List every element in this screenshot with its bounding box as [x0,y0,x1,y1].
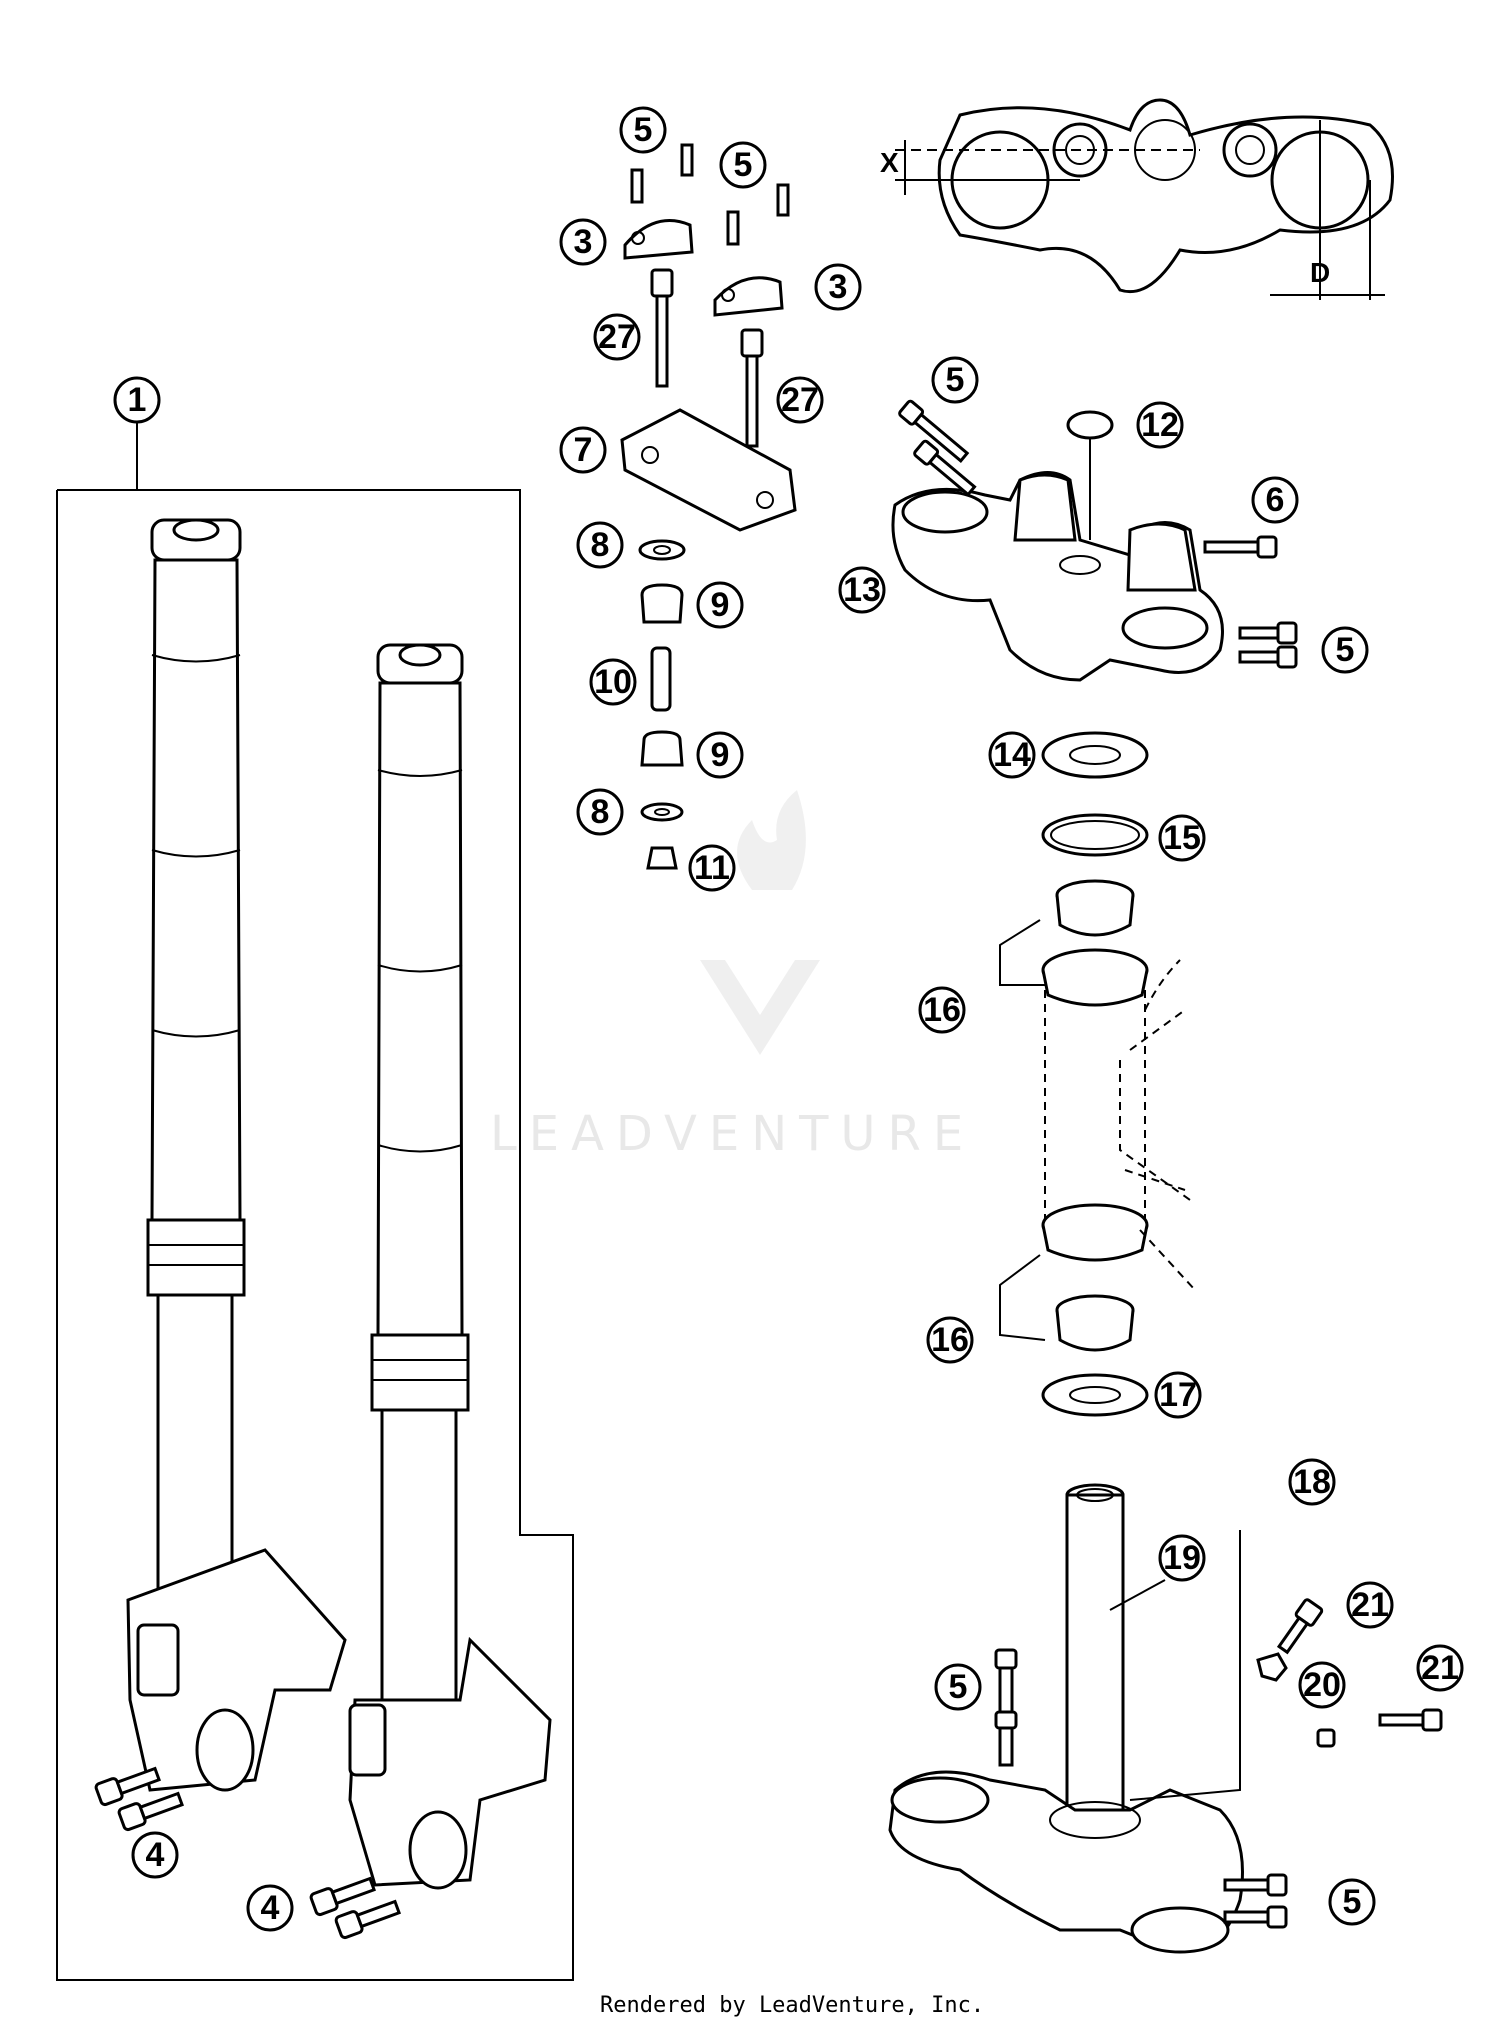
svg-text:5: 5 [946,361,965,399]
right-fork-leg [348,643,552,1890]
callout-5d: 5 [1321,626,1369,674]
svg-text:4: 4 [146,1836,165,1874]
svg-text:20: 20 [1303,1666,1341,1704]
left-fork-leg [126,518,347,1792]
svg-text:1: 1 [128,381,147,419]
footer-credit: Rendered by LeadVenture, Inc. [600,1993,984,2018]
svg-text:17: 17 [1159,1376,1197,1414]
callout-15: 15 [1158,814,1206,862]
svg-text:21: 21 [1351,1586,1389,1624]
callout-4b: 4 [246,1884,294,1932]
watermark-text: LEADVENTURE [490,1106,975,1162]
callout-5a: 5 [619,106,667,154]
svg-text:16: 16 [931,1321,969,1359]
lower-triple-clamp [888,1483,1288,1954]
stop-screws [1256,1598,1443,1748]
svg-text:5: 5 [634,111,653,149]
callout-7: 7 [559,426,607,474]
callout-27b: 27 [776,376,824,424]
callout-5b: 5 [719,141,767,189]
svg-text:16: 16 [923,991,961,1029]
svg-text:18: 18 [1293,1463,1331,1501]
upper-triple-clamp [891,399,1298,682]
callout-4a: 4 [131,1831,179,1879]
axle-clamp-bolts-left [94,1766,184,1832]
svg-text:14: 14 [993,736,1031,774]
callout-5f: 5 [1328,1878,1376,1926]
callout-8a: 8 [576,521,624,569]
steering-bearing-stack [999,731,1149,1417]
svg-text:8: 8 [591,526,610,564]
svg-text:5: 5 [734,146,753,184]
callout-27a: 27 [593,313,641,361]
rubber-mount-stack [638,539,686,870]
callout-8b: 8 [576,788,624,836]
callout-19: 19 [1158,1534,1206,1582]
svg-text:5: 5 [1336,631,1355,669]
svg-text:12: 12 [1141,406,1179,444]
svg-text:5: 5 [1343,1883,1362,1921]
callout-20: 20 [1298,1661,1346,1709]
fork-assembly-frame [56,420,574,1981]
svg-text:11: 11 [694,849,730,887]
callout-21a: 21 [1346,1581,1394,1629]
svg-text:4: 4 [261,1889,280,1927]
svg-text:19: 19 [1163,1539,1201,1577]
svg-text:13: 13 [843,571,881,609]
svg-text:6: 6 [1266,481,1285,519]
callout-5e: 5 [934,1663,982,1711]
callout-1: 1 [113,376,161,424]
svg-text:7: 7 [574,431,593,469]
callout-11: 11 [688,844,736,892]
leadventure-watermark: LEADVENTURE [490,790,975,1162]
svg-text:21: 21 [1421,1649,1459,1687]
callout-6: 6 [1251,476,1299,524]
svg-text:27: 27 [598,318,636,356]
callout-13: 13 [838,566,886,614]
svg-text:8: 8 [591,793,610,831]
dimension-x-label: X [880,147,899,178]
callout-5c: 5 [931,356,979,404]
frame-steering-head [1044,959,1196,1291]
callout-9b: 9 [696,731,744,779]
callout-3a: 3 [559,218,607,266]
callout-10: 10 [589,658,637,706]
svg-text:10: 10 [594,663,632,701]
svg-text:3: 3 [574,223,593,261]
callout-12: 12 [1136,401,1184,449]
callout-21b: 21 [1416,1644,1464,1692]
callout-18: 18 [1288,1458,1336,1506]
callout-3b: 3 [814,263,862,311]
callout-14: 14 [988,731,1036,779]
handlebar-clamp-upper [623,143,790,317]
callout-16a: 16 [918,986,966,1034]
svg-text:15: 15 [1163,819,1201,857]
svg-text:3: 3 [829,268,848,306]
callout-16b: 16 [926,1316,974,1364]
svg-text:27: 27 [781,381,819,419]
handlebar-bracket [620,408,797,532]
svg-text:9: 9 [711,736,730,774]
svg-text:5: 5 [949,1668,968,1706]
clamp-long-bolts [650,268,764,448]
callout-17: 17 [1154,1371,1202,1419]
upper-clamp-dimension-view: X D [880,98,1394,300]
dimension-d-label: D [1310,257,1330,288]
axle-clamp-bolts-right [309,1876,401,1940]
svg-text:9: 9 [711,586,730,624]
callout-9a: 9 [696,581,744,629]
callout-labels: 1 3 3 4 4 5 5 5 5 5 5 6 7 8 8 9 9 10 11 … [113,106,1464,1932]
